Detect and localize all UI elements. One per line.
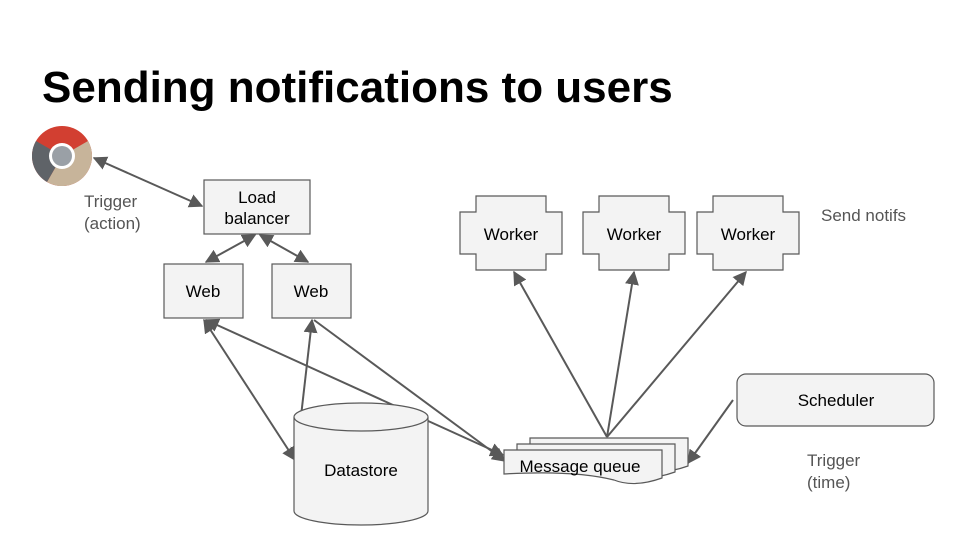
worker-2-label: Worker: [607, 225, 662, 244]
worker-1-label: Worker: [484, 225, 539, 244]
web-node-1: Web: [163, 263, 244, 319]
send-notifs-note: Send notifs: [821, 206, 906, 225]
edge-web-1-to-datastore: [203, 318, 296, 462]
slide-title: Sending notifications to users: [42, 63, 673, 112]
trigger-time-line-2: (time): [807, 473, 850, 492]
trigger-time-line-1: Trigger: [807, 451, 861, 470]
scheduler-label: Scheduler: [798, 391, 875, 410]
worker-3-label: Worker: [721, 225, 776, 244]
edge-message-queue-to-worker-3: [606, 270, 747, 438]
edge-message-queue-to-worker-1: [513, 270, 608, 438]
trigger-action-line-2: (action): [84, 214, 141, 233]
edge-load-balancer-to-web-1: [204, 234, 257, 263]
load-balancer-label-line-2: balancer: [224, 209, 290, 228]
datastore-label: Datastore: [324, 461, 398, 480]
edge-scheduler-to-message-queue: [687, 399, 734, 465]
web-1-label: Web: [186, 282, 221, 301]
load-balancer-label-line-1: Load: [238, 188, 276, 207]
edge-load-balancer-to-web-2: [258, 234, 310, 263]
edge-web-2-to-message-queue: [313, 319, 507, 462]
worker-node-2: Worker: [582, 195, 686, 271]
web-2-label: Web: [294, 282, 329, 301]
trigger-action-note: Trigger (action): [84, 192, 141, 233]
worker-node-1: Worker: [459, 195, 563, 271]
worker-node-3: Worker: [696, 195, 800, 271]
trigger-action-line-1: Trigger: [84, 192, 138, 211]
edge-web-1-to-message-queue: [204, 318, 505, 457]
scheduler-node: Scheduler: [736, 373, 935, 427]
edge-message-queue-to-worker-2: [606, 270, 639, 438]
edges: [92, 156, 747, 465]
chrome-browser-icon: [31, 126, 93, 187]
message-queue-node: Message queue: [503, 437, 689, 485]
edge-browser-to-load-balancer: [92, 156, 204, 208]
datastore-node: Datastore: [293, 402, 429, 526]
message-queue-label: Message queue: [520, 457, 641, 476]
load-balancer-node: Load balancer: [203, 179, 311, 235]
web-node-2: Web: [271, 263, 352, 319]
trigger-time-note: Trigger (time): [807, 451, 861, 492]
